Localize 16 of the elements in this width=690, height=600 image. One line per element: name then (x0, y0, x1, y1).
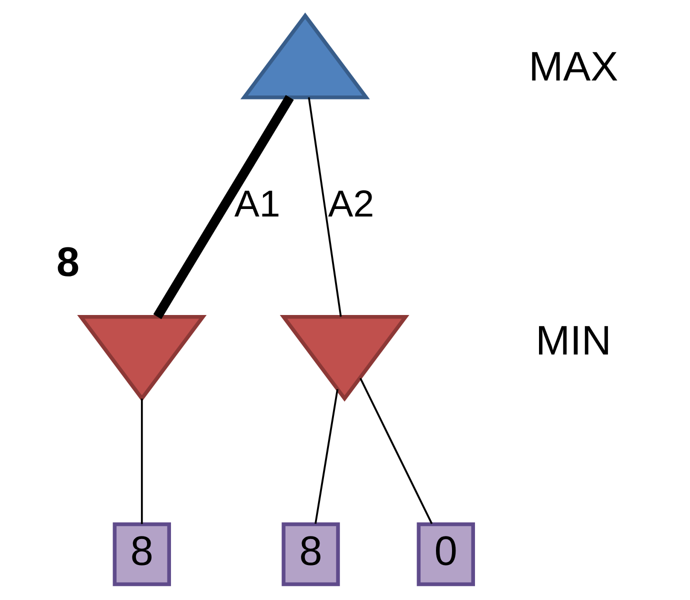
node-triangle (240, 12, 370, 100)
node-triangle (76, 315, 206, 402)
connector (314, 389, 338, 524)
connector (152, 95, 294, 320)
node-label: 8 (56, 238, 79, 285)
label: MAX (528, 44, 618, 90)
node-box: 8 (112, 522, 170, 586)
node-box: 0 (416, 522, 474, 586)
edge-label: A2 (328, 182, 374, 224)
connector (359, 378, 432, 524)
connector (307, 97, 342, 317)
label: MIN (535, 318, 611, 364)
edge-label: A1 (234, 182, 280, 224)
node-triangle (279, 315, 409, 402)
connector (140, 398, 142, 524)
node-box: 8 (281, 522, 340, 586)
